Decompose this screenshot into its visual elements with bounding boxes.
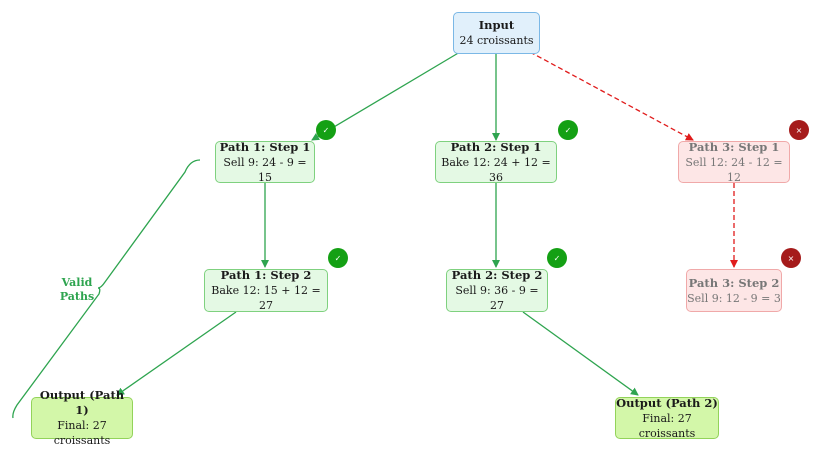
path2-step1-subtitle: Bake 12: 24 + 12 = 36: [441, 155, 551, 184]
path3-step1-node: Path 3: Step 1 Sell 12: 24 - 12 = 12: [678, 139, 790, 184]
output-path1-title: Output (Path 1): [39, 388, 125, 417]
edge-input-to-path1-step1: [311, 51, 461, 141]
output-path2-subtitle: Final: 27 croissants: [638, 411, 696, 440]
path1-step1-subtitle: Sell 9: 24 - 9 = 15: [223, 155, 307, 184]
path2-step2-node: Path 2: Step 2 Sell 9: 36 - 9 = 27: [446, 268, 548, 312]
edge-input-to-path3-step1: [529, 51, 694, 141]
path2-step1-valid-check-icon: ✓: [558, 120, 578, 140]
input-title: Input: [478, 18, 515, 32]
path3-step1-invalid-x-icon: ×: [789, 120, 809, 140]
edge-path2-step2-to-output: [522, 311, 639, 396]
path1-step1-valid-check-icon: ✓: [316, 120, 336, 140]
path3-step2-node: Path 3: Step 2 Sell 9: 12 - 9 = 3: [686, 269, 782, 312]
path2-step1-title: Path 2: Step 1: [450, 139, 542, 154]
valid-paths-label-line2: Paths: [59, 290, 95, 303]
path3-step2-title: Path 3: Step 2: [688, 275, 780, 290]
path2-step2-valid-check-icon: ✓: [547, 248, 567, 268]
path2-step2-title: Path 2: Step 2: [451, 268, 543, 282]
valid-paths-label-line1: Valid: [61, 276, 93, 289]
edge-path1-step2-to-output: [116, 311, 237, 396]
path3-step2-subtitle: Sell 9: 12 - 9 = 3: [687, 291, 781, 305]
path1-step2-subtitle: Bake 12: 15 + 12 = 27: [211, 284, 321, 312]
path1-step2-node: Path 1: Step 2 Bake 12: 15 + 12 = 27: [204, 268, 328, 312]
path3-step1-subtitle: Sell 12: 24 - 12 = 12: [685, 155, 783, 184]
path2-step1-node: Path 2: Step 1 Bake 12: 24 + 12 = 36: [435, 139, 557, 184]
path1-step2-valid-check-icon: ✓: [328, 248, 348, 268]
input-node: Input 24 croissants: [453, 12, 540, 54]
output-path2-title: Output (Path 2): [616, 395, 718, 410]
output-path1-node: Output (Path 1) Final: 27 croissants: [31, 388, 133, 447]
path1-step1-title: Path 1: Step 1: [219, 139, 311, 154]
path3-step2-invalid-x-icon: ×: [781, 248, 801, 268]
valid-paths-brace: [12, 159, 201, 419]
output-path2-node: Output (Path 2) Final: 27 croissants: [615, 395, 719, 440]
input-subtitle: 24 croissants: [459, 34, 534, 47]
path1-step2-title: Path 1: Step 2: [220, 268, 312, 282]
output-path1-subtitle: Final: 27 croissants: [53, 419, 111, 447]
path1-step1-node: Path 1: Step 1 Sell 9: 24 - 9 = 15: [215, 139, 315, 184]
path2-step2-subtitle: Sell 9: 36 - 9 = 27: [455, 284, 539, 312]
path3-step1-title: Path 3: Step 1: [688, 139, 780, 154]
valid-paths-label: Valid Paths: [54, 276, 100, 304]
